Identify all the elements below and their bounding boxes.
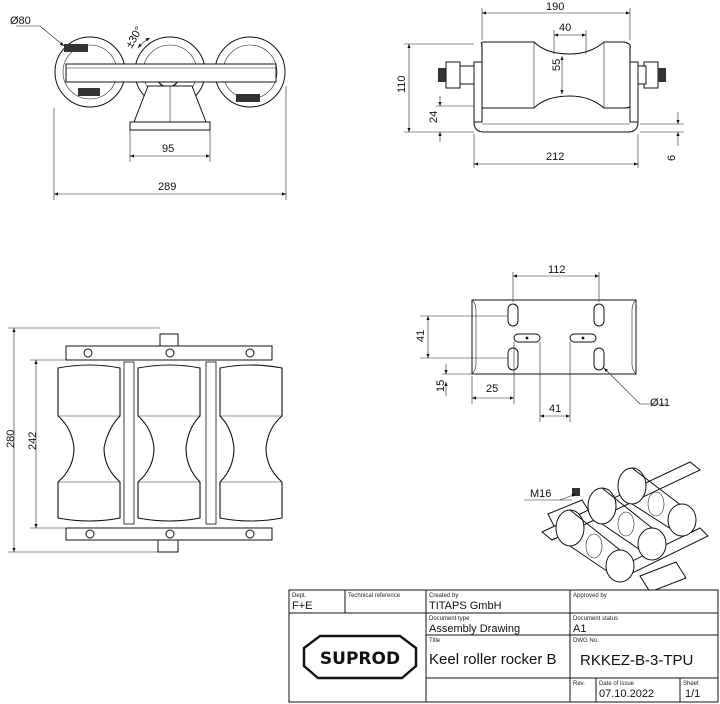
tb-doc-status: A1	[573, 623, 586, 635]
side-view: 190 40 55 110 24 212 6	[396, 1, 684, 168]
dim-side-base-width: 212	[546, 151, 564, 163]
tb-doc-type-label: Document type	[429, 616, 470, 622]
iso-label-m16: M16	[530, 488, 551, 500]
tb-title-label: Title	[429, 638, 441, 644]
dim-side-waist-height: 55	[551, 59, 563, 71]
tb-dept: F+E	[292, 600, 312, 612]
tb-created-by: TITAPS GmbH	[429, 600, 502, 612]
tb-dwg-no-label: DWG No.	[573, 638, 599, 644]
title-block: Dept. F+E Technical reference Created by…	[288, 589, 719, 703]
suprod-logo: SUPROD	[302, 634, 418, 680]
tb-dwg-no: RKKEZ-B-3-TPU	[580, 652, 693, 669]
iso-view: M16	[524, 461, 709, 593]
dim-plate-slot-spacing: 41	[549, 403, 561, 415]
plate-view: 112 41 15 25 41 Ø11	[415, 264, 670, 422]
dim-front-base-width: 95	[162, 143, 174, 155]
dim-side-waist-width: 40	[559, 22, 571, 34]
tb-dept-label: Dept.	[292, 593, 307, 599]
top-roller-right	[219, 364, 283, 522]
top-roller-left	[57, 364, 121, 522]
top-roller-center	[137, 364, 201, 522]
dim-plate-edge-x: 25	[486, 383, 498, 395]
dim-side-height: 110	[396, 75, 408, 93]
tb-doc-type: Assembly Drawing	[429, 623, 520, 635]
iso-roller-front	[555, 509, 635, 583]
top-view: 280 242	[5, 327, 283, 553]
tb-date-label: Date of issue	[599, 681, 635, 687]
dim-front-overall-width: 289	[158, 181, 176, 193]
dim-side-top-width: 190	[546, 1, 564, 13]
tb-rev-label: Rev.	[573, 681, 585, 687]
tb-tech-ref-label: Technical reference	[348, 593, 401, 599]
dim-top-height-outer: 280	[5, 430, 17, 448]
dim-plate-spacing-y: 41	[415, 330, 427, 342]
front-view: Ø80 ±30° 95 289	[10, 15, 287, 200]
tb-sheet: 1/1	[685, 688, 700, 700]
dim-plate-hole-diameter: Ø11	[650, 397, 670, 409]
dim-top-height-inner: 242	[27, 432, 39, 450]
dim-front-angle: ±30°	[124, 25, 146, 51]
side-roller	[480, 41, 631, 109]
iso-roller-back	[617, 467, 697, 537]
tb-title: Keel roller rocker B	[429, 651, 557, 668]
tb-date: 07.10.2022	[599, 688, 654, 700]
tb-doc-status-label: Document status	[573, 616, 618, 622]
front-bar	[65, 63, 277, 83]
dim-side-base-height: 24	[428, 111, 440, 123]
iso-roller-mid	[587, 487, 667, 561]
dim-plate-spacing-x: 112	[548, 264, 566, 276]
svg-text:SUPROD: SUPROD	[320, 649, 400, 669]
dim-plate-edge-y: 15	[435, 380, 447, 392]
tb-sheet-label: Sheet	[683, 681, 699, 687]
tb-created-by-label: Created by	[429, 593, 458, 599]
tb-approved-by-label: Approved by	[573, 593, 607, 599]
dim-front-diameter: Ø80	[10, 15, 31, 27]
dim-side-plate-thickness: 6	[666, 155, 678, 161]
